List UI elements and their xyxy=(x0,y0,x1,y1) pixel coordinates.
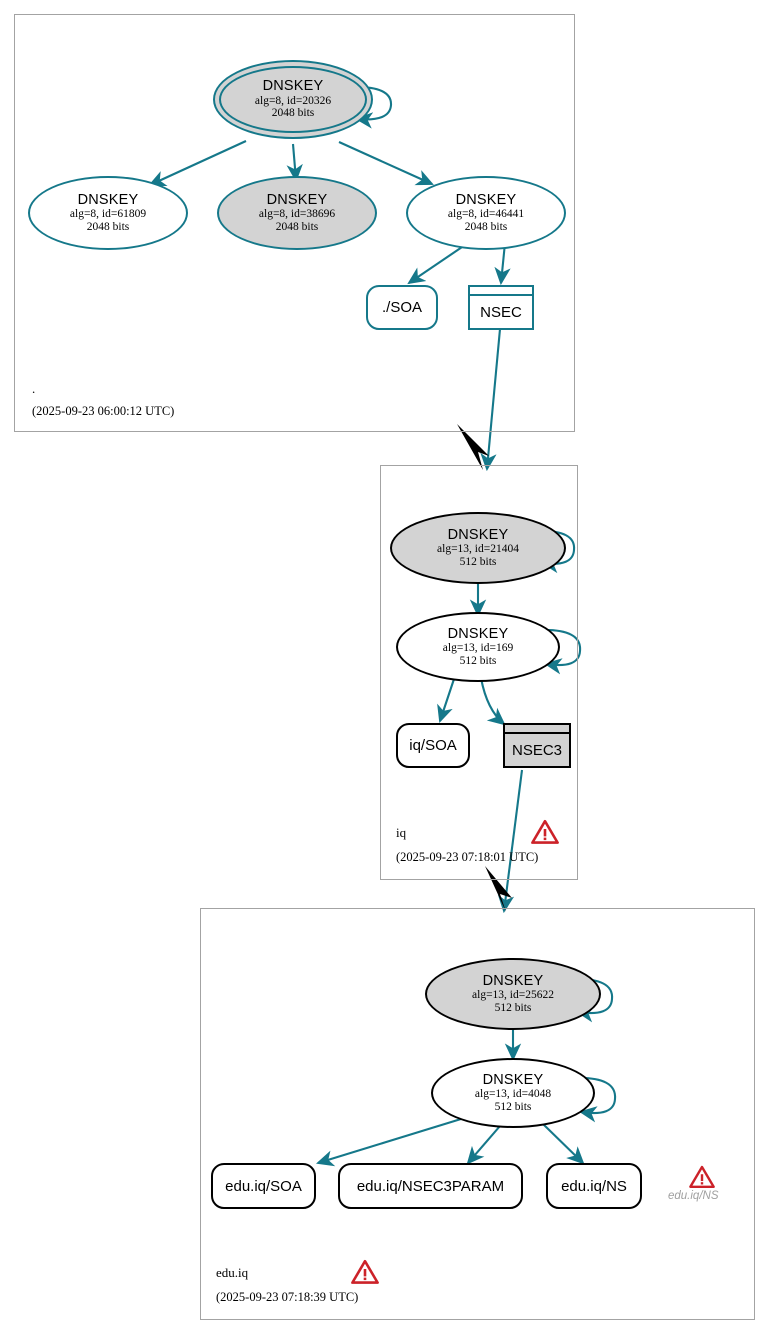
dnskey-size: 512 bits xyxy=(494,1001,532,1014)
record-node-eduiq-ns[interactable]: edu.iq/NS xyxy=(546,1163,642,1209)
dnskey-type: DNSKEY xyxy=(266,191,328,208)
dnskey-detail: alg=8, id=20326 xyxy=(254,94,332,107)
zone-label-iq: iq xyxy=(396,825,407,840)
zone-label-eduiq: edu.iq xyxy=(216,1265,249,1280)
zone-label-root: . xyxy=(32,381,36,396)
dnskey-type: DNSKEY xyxy=(482,972,544,989)
dnskey-node-eduiq-4048[interactable]: DNSKEY alg=13, id=4048 512 bits xyxy=(431,1058,595,1128)
warning-icon-iq[interactable] xyxy=(531,819,559,845)
nsec-label: NSEC xyxy=(480,303,522,321)
record-node-iq-soa[interactable]: iq/SOA xyxy=(396,723,470,768)
dnskey-node-iq-21404[interactable]: DNSKEY alg=13, id=21404 512 bits xyxy=(390,512,566,584)
nsec3-header-band xyxy=(505,725,569,734)
dnskey-size: 2048 bits xyxy=(271,107,315,120)
dnskey-node-eduiq-25622[interactable]: DNSKEY alg=13, id=25622 512 bits xyxy=(425,958,601,1030)
nsec3-node-iq[interactable]: NSEC3 xyxy=(503,723,571,768)
dnskey-type: DNSKEY xyxy=(77,191,139,208)
dnskey-detail: alg=13, id=169 xyxy=(442,642,514,655)
dnskey-type: DNSKEY xyxy=(455,191,517,208)
dnskey-type: DNSKEY xyxy=(262,78,324,95)
zone-timestamp-iq: (2025-09-23 07:18:01 UTC) xyxy=(396,850,539,864)
dnskey-detail: alg=8, id=38696 xyxy=(258,208,336,221)
dnskey-type: DNSKEY xyxy=(447,526,509,543)
zone-box-eduiq xyxy=(200,908,755,1320)
zone-timestamp-eduiq: (2025-09-23 07:18:39 UTC) xyxy=(216,1290,359,1304)
nsec-node-root[interactable]: NSEC xyxy=(468,285,534,330)
dnskey-type: DNSKEY xyxy=(447,625,509,642)
dnskey-node-root-38696[interactable]: DNSKEY alg=8, id=38696 2048 bits xyxy=(217,176,377,250)
dnskey-size: 2048 bits xyxy=(275,220,319,233)
zone-timestamp-root: (2025-09-23 06:00:12 UTC) xyxy=(32,404,175,418)
warning-label-eduiq-ns: edu.iq/NS xyxy=(668,1190,719,1202)
nsec3-label: NSEC3 xyxy=(505,734,569,766)
zone-box-iq xyxy=(380,465,578,880)
dnskey-detail: alg=8, id=61809 xyxy=(69,208,147,221)
dnskey-size: 512 bits xyxy=(459,555,497,568)
dnskey-detail: alg=13, id=25622 xyxy=(472,989,554,1002)
dnskey-size: 512 bits xyxy=(494,1100,532,1113)
dnskey-node-root-46441[interactable]: DNSKEY alg=8, id=46441 2048 bits xyxy=(406,176,566,250)
warning-icon-eduiq-ns[interactable] xyxy=(689,1165,715,1189)
nsec-header-band xyxy=(470,287,532,296)
dnskey-type: DNSKEY xyxy=(482,1071,544,1088)
zone-box-root xyxy=(14,14,575,432)
dnskey-size: 2048 bits xyxy=(86,220,130,233)
dnskey-node-iq-169[interactable]: DNSKEY alg=13, id=169 512 bits xyxy=(396,612,560,682)
dnskey-size: 2048 bits xyxy=(464,220,508,233)
dnskey-detail: alg=13, id=4048 xyxy=(474,1088,552,1101)
dnskey-detail: alg=8, id=46441 xyxy=(447,208,525,221)
dnskey-node-root-61809[interactable]: DNSKEY alg=8, id=61809 2048 bits xyxy=(28,176,188,250)
record-node-root-soa[interactable]: ./SOA xyxy=(366,285,438,330)
record-node-eduiq-nsec3param[interactable]: edu.iq/NSEC3PARAM xyxy=(338,1163,523,1209)
record-node-eduiq-soa[interactable]: edu.iq/SOA xyxy=(211,1163,316,1209)
dnskey-size: 512 bits xyxy=(459,654,497,667)
dnskey-detail: alg=13, id=21404 xyxy=(437,543,519,556)
warning-icon-eduiq[interactable] xyxy=(351,1259,379,1285)
dnskey-node-root-20326[interactable]: DNSKEY alg=8, id=20326 2048 bits xyxy=(213,60,373,139)
